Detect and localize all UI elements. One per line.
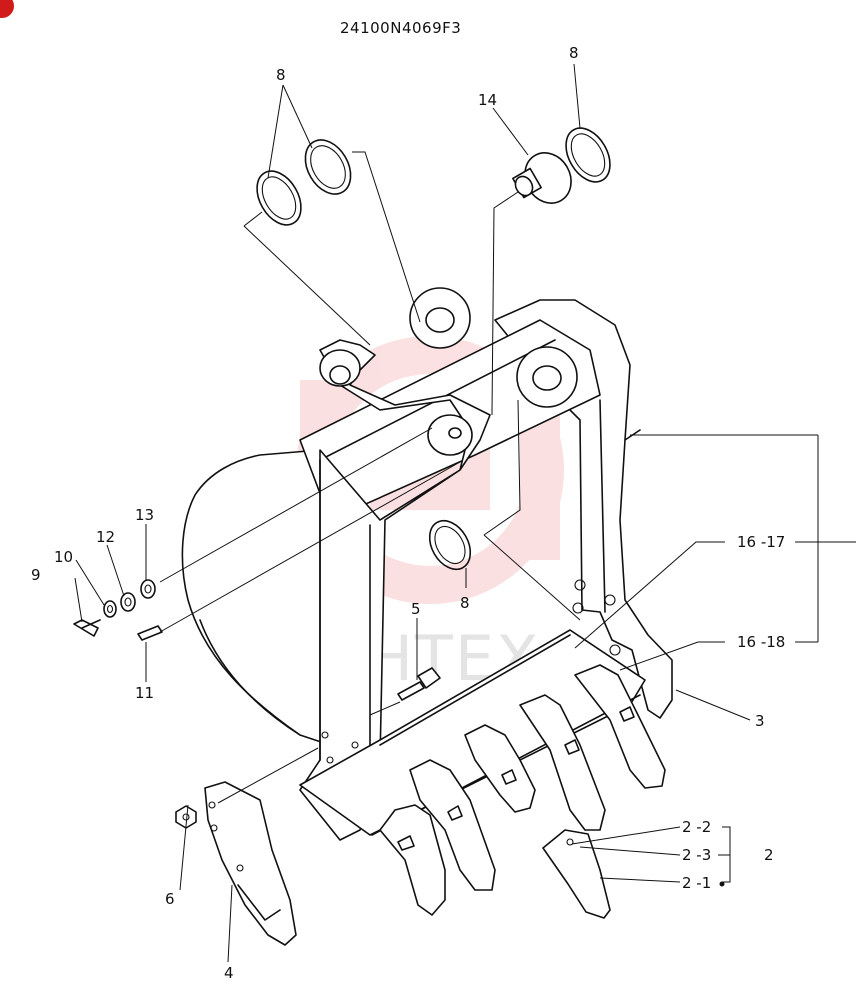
washer-13 bbox=[140, 579, 156, 599]
label-part-11: 11 bbox=[135, 684, 154, 702]
o-ring-8-b bbox=[304, 139, 352, 195]
label-part-12: 12 bbox=[96, 528, 115, 546]
label-part-5: 5 bbox=[411, 600, 421, 618]
label-part-2-2: 2 -2 bbox=[682, 818, 711, 836]
label-part-2: 2 bbox=[764, 846, 774, 864]
o-ring-8-d bbox=[428, 519, 472, 571]
label-part-14: 14 bbox=[478, 91, 497, 109]
washer-12 bbox=[120, 592, 136, 612]
label-part-9: 9 bbox=[31, 566, 41, 584]
pin-11 bbox=[137, 625, 163, 641]
tooth-2 bbox=[542, 829, 611, 919]
label-part-6: 6 bbox=[165, 890, 175, 908]
nut-6 bbox=[175, 805, 197, 829]
bolt-9 bbox=[73, 619, 101, 637]
label-part-4: 4 bbox=[224, 964, 234, 982]
label-part-8-center: 8 bbox=[460, 594, 470, 612]
washer-10 bbox=[103, 600, 117, 618]
bucket-teeth bbox=[379, 664, 666, 916]
o-ring-8-c bbox=[565, 127, 611, 183]
side-cutter-4 bbox=[204, 781, 297, 946]
label-part-2-3: 2 -3 bbox=[682, 846, 711, 864]
label-part-8-top-right: 8 bbox=[569, 44, 579, 62]
drawing-number: 24100N4069F3 bbox=[340, 19, 461, 37]
label-part-16-17: 16 -17 bbox=[737, 533, 785, 551]
label-part-2-1: 2 -1 bbox=[682, 874, 711, 892]
label-part-8-top-left: 8 bbox=[276, 66, 286, 84]
bolt-5 bbox=[397, 667, 441, 701]
leader-lines bbox=[74, 63, 856, 963]
label-part-3: 3 bbox=[755, 712, 765, 730]
o-ring-8-a bbox=[256, 170, 302, 226]
bushing-14 bbox=[512, 152, 572, 204]
label-part-13: 13 bbox=[135, 506, 154, 524]
label-part-10: 10 bbox=[54, 548, 73, 566]
label-part-16-18: 16 -18 bbox=[737, 633, 785, 651]
corner-marker-icon bbox=[0, 0, 14, 18]
